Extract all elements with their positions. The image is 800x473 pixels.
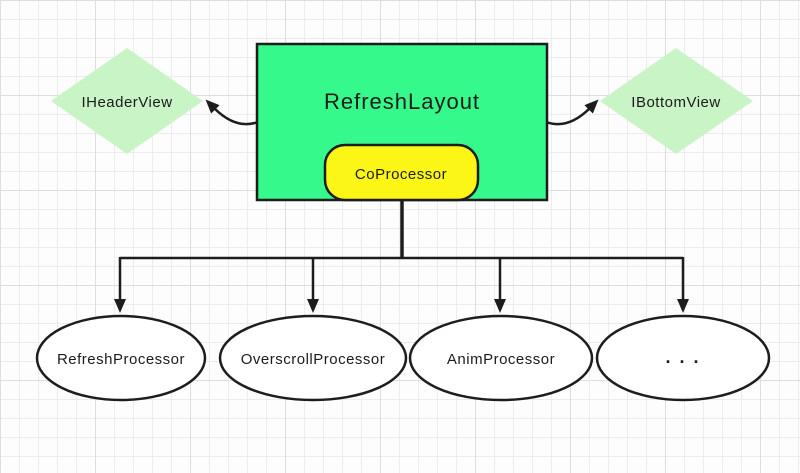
overscroll-processor-label: OverscrollProcessor bbox=[241, 351, 386, 368]
refresh-layout-label: RefreshLayout bbox=[324, 89, 480, 114]
bottom-view-label: IBottomView bbox=[631, 94, 720, 111]
more-processors-ellipse bbox=[595, 314, 771, 402]
arrow-to-header-view bbox=[205, 99, 259, 126]
anim-processor-label: AnimProcessor bbox=[447, 351, 555, 368]
anim-processor-ellipse bbox=[408, 314, 594, 402]
refresh-layout-box bbox=[255, 42, 549, 202]
arrow-to-bottom-view bbox=[545, 99, 599, 126]
more-processors-label: . . . bbox=[665, 347, 700, 367]
header-view-label: IHeaderView bbox=[81, 94, 172, 111]
coprocessor-label: CoProcessor bbox=[355, 166, 447, 183]
refresh-processor-ellipse bbox=[35, 314, 207, 402]
refresh-processor-label: RefreshProcessor bbox=[57, 351, 185, 368]
bottom-view-diamond bbox=[600, 48, 753, 154]
header-view-diamond bbox=[51, 48, 203, 154]
coprocessor-pill bbox=[323, 143, 480, 202]
overscroll-processor-ellipse bbox=[218, 314, 408, 402]
